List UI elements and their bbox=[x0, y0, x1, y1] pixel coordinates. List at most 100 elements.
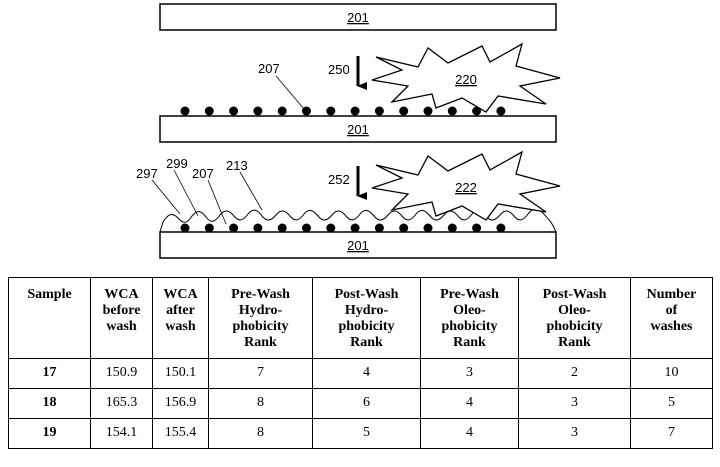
column-header-line: Rank bbox=[244, 335, 277, 350]
column-header-line: after bbox=[166, 303, 195, 318]
column-header-line: before bbox=[102, 303, 141, 318]
table-cell: 150.9 bbox=[90, 358, 153, 389]
column-header-line: Oleo- bbox=[558, 303, 591, 318]
coating-layer bbox=[159, 207, 557, 233]
column-header-line: Pre-Wash bbox=[440, 287, 499, 302]
table-cell: 5 bbox=[630, 388, 713, 419]
substrate-label: 201 bbox=[347, 238, 369, 253]
substrate-label: 201 bbox=[347, 122, 369, 137]
particle-row bbox=[180, 223, 506, 233]
table-cell: 154.1 bbox=[90, 418, 153, 449]
column-header-line: wash bbox=[165, 319, 196, 334]
column-header-line: Rank bbox=[453, 335, 486, 350]
particle-dot bbox=[229, 223, 239, 233]
column-header-line: Oleo- bbox=[453, 303, 486, 318]
table-cell: 8 bbox=[208, 388, 313, 419]
table-cell: 3 bbox=[518, 388, 631, 419]
column-header-line: phobicity bbox=[546, 319, 603, 334]
layer-label: 213 bbox=[226, 158, 248, 173]
particle-dot bbox=[350, 106, 360, 116]
particle-dot bbox=[253, 106, 263, 116]
substrate-bar bbox=[159, 115, 557, 143]
column-header-line: washes bbox=[650, 319, 693, 334]
particle-dot bbox=[496, 106, 506, 116]
treatment-label: 222 bbox=[455, 180, 477, 195]
column-header-line: Number bbox=[646, 287, 697, 302]
substrate-bar bbox=[159, 3, 557, 31]
column-header-line: WCA bbox=[104, 287, 139, 302]
layer-leader-line bbox=[173, 169, 199, 217]
column-header-line: Pre-Wash bbox=[231, 287, 290, 302]
column-header-line: Sample bbox=[27, 287, 72, 302]
sample-cell: 17 bbox=[8, 358, 91, 389]
particle-dot bbox=[180, 223, 190, 233]
table-cell: 156.9 bbox=[152, 388, 209, 419]
table-cell: 6 bbox=[312, 388, 421, 419]
particle-label: 207 bbox=[258, 61, 280, 76]
particle-dot bbox=[399, 106, 409, 116]
particle-dot bbox=[399, 223, 409, 233]
column-header-line: Post-Wash bbox=[334, 287, 399, 302]
particle-dot bbox=[374, 223, 384, 233]
particle-dot bbox=[423, 223, 433, 233]
table-cell: 8 bbox=[208, 418, 313, 449]
column-header-line: phobicity bbox=[338, 319, 395, 334]
treatment-burst-icon bbox=[371, 42, 561, 113]
substrate-label: 201 bbox=[347, 10, 369, 25]
particle-dot bbox=[229, 106, 239, 116]
treatment-label: 220 bbox=[455, 72, 477, 87]
process-diagram: 201 201 207 250 220 201 297 299 207 213 … bbox=[136, 3, 561, 259]
column-header-line: WCA bbox=[163, 287, 198, 302]
table-cell: 150.1 bbox=[152, 358, 209, 389]
column-header: Sample bbox=[8, 277, 91, 359]
treatment-burst-icon bbox=[371, 150, 561, 221]
layer-label: 207 bbox=[192, 166, 214, 181]
particle-dot bbox=[496, 223, 506, 233]
column-header-line: Hydro- bbox=[344, 303, 389, 318]
column-header-line: Hydro- bbox=[238, 303, 283, 318]
column-header-line: Rank bbox=[350, 335, 383, 350]
table-cell: 155.4 bbox=[152, 418, 209, 449]
particle-dot bbox=[472, 223, 482, 233]
particle-dot bbox=[326, 106, 336, 116]
table-cell: 5 bbox=[312, 418, 421, 449]
particle-leader-line bbox=[275, 75, 305, 110]
sample-cell: 19 bbox=[8, 418, 91, 449]
particle-dot bbox=[180, 106, 190, 116]
column-header-line: Rank bbox=[558, 335, 591, 350]
coating-arrow-label: 250 bbox=[328, 62, 350, 77]
particle-dot bbox=[447, 223, 457, 233]
particle-dot bbox=[350, 223, 360, 233]
column-header-line: Post-Wash bbox=[542, 287, 607, 302]
particle-dot bbox=[277, 106, 287, 116]
substrate-panel-2: 201 207 250 220 bbox=[159, 42, 561, 143]
layer-label: 299 bbox=[166, 156, 188, 171]
layer-leader-line bbox=[207, 179, 227, 225]
table-cell: 7 bbox=[208, 358, 313, 389]
coating-arrow-label: 252 bbox=[328, 172, 350, 187]
particle-dot bbox=[204, 223, 214, 233]
column-header-line: wash bbox=[106, 319, 137, 334]
substrate-bar bbox=[159, 231, 557, 259]
layer-leader-line bbox=[239, 171, 263, 211]
layer-label: 297 bbox=[136, 166, 158, 181]
sample-cell: 18 bbox=[8, 388, 91, 419]
column-header-line: phobicity bbox=[232, 319, 289, 334]
particle-dot bbox=[472, 106, 482, 116]
particle-dot bbox=[326, 223, 336, 233]
column-header-line: phobicity bbox=[441, 319, 498, 334]
table-cell: 10 bbox=[630, 358, 713, 389]
table-cell: 2 bbox=[518, 358, 631, 389]
particle-dot bbox=[204, 106, 214, 116]
particle-dot bbox=[253, 223, 263, 233]
